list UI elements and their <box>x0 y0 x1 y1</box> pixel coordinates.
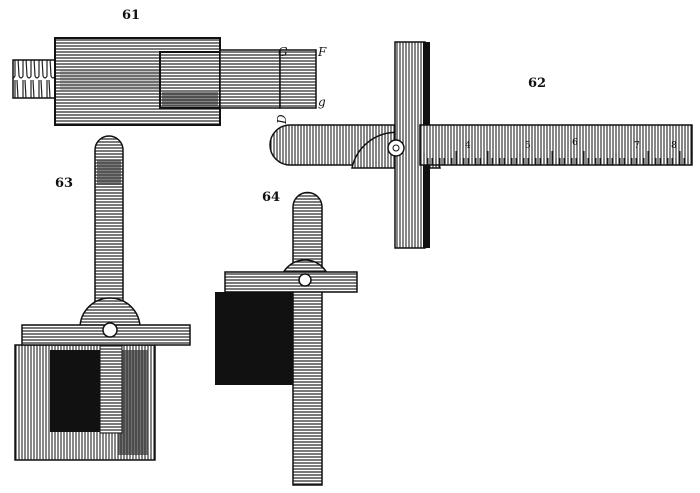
figure-63: 63 <box>14 135 191 461</box>
letter-D: D <box>275 114 289 125</box>
letter-F: F <box>317 45 327 59</box>
figure-64-label: 64 <box>262 190 280 205</box>
crossbar-64 <box>224 271 358 293</box>
blade-64 <box>292 191 323 486</box>
scale-8: 8 <box>671 141 677 151</box>
figure-61: 61 G F g D <box>12 8 327 126</box>
block-shadow <box>50 350 102 432</box>
figure-63-label: 63 <box>55 176 73 191</box>
window-shade <box>162 92 218 106</box>
scale-7: 7 <box>634 141 640 151</box>
sleeve-shade <box>60 70 160 90</box>
threaded-end <box>12 59 56 99</box>
pivot-screw-icon <box>102 322 118 338</box>
spindle <box>219 49 281 109</box>
scale-4: 4 <box>465 141 471 151</box>
scale-6: 6 <box>572 138 578 148</box>
figure-64: 64 <box>215 190 358 486</box>
scale-5: 5 <box>525 141 531 151</box>
pivot-center <box>392 144 400 152</box>
pivot-screw-icon <box>298 273 312 287</box>
work-block-64 <box>215 292 297 385</box>
letter-G: G <box>278 45 288 59</box>
blade-shade <box>97 160 121 185</box>
spindle-end <box>279 49 317 109</box>
figure-61-label: 61 <box>122 8 140 23</box>
letter-g: g <box>318 95 326 109</box>
pivot-screw-icon <box>387 139 405 157</box>
block-side <box>118 350 148 455</box>
head-63 <box>79 297 141 329</box>
blade-63-lower <box>99 344 123 434</box>
ruler-scale: 4 5 6 7 8 <box>423 138 689 165</box>
figure-62: 62 4 5 6 7 8 <box>269 41 693 249</box>
figure-62-label: 62 <box>528 76 546 91</box>
